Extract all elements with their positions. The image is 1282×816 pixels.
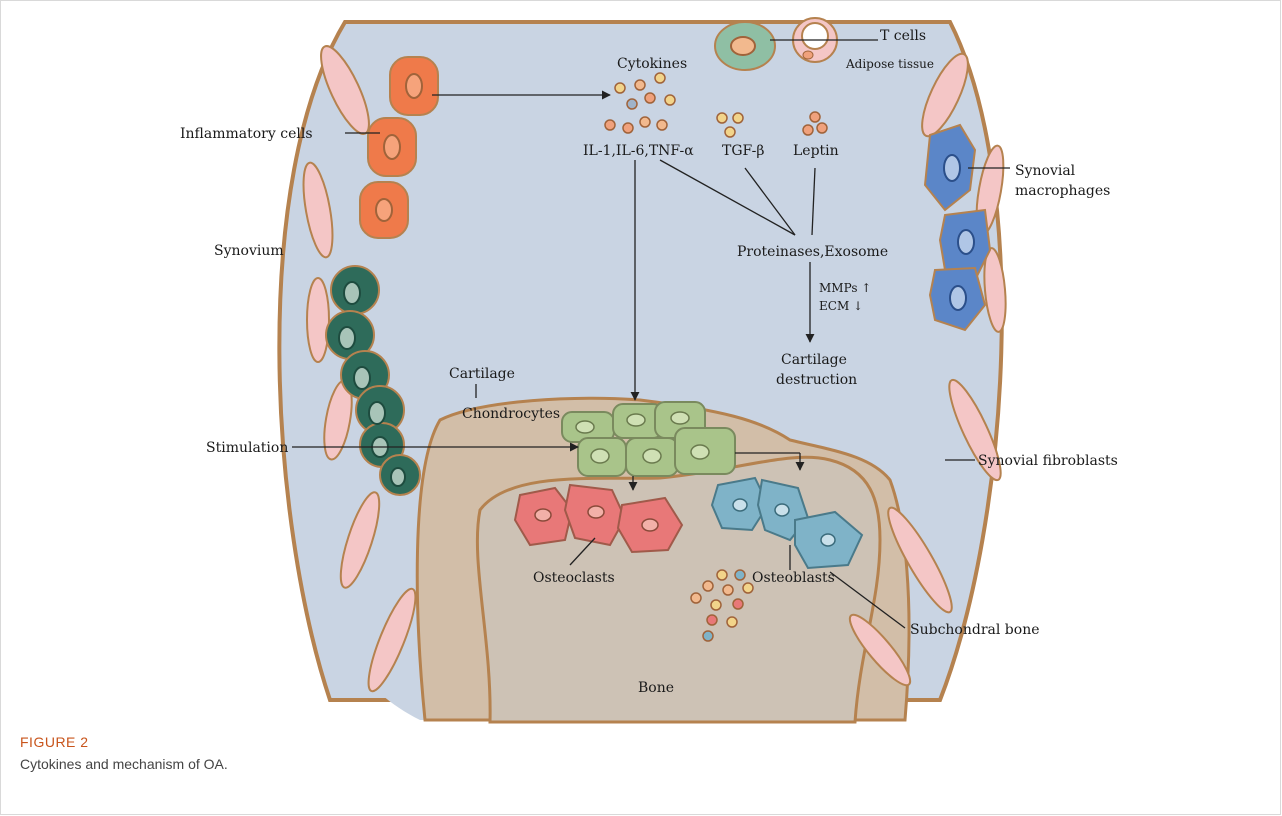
label-subchondral-bone: Subchondral bone (910, 622, 1040, 638)
label-osteoclasts: Osteoclasts (533, 570, 615, 586)
oa-mechanism-diagram: Inflammatory cells Synovium Stimulation … (0, 0, 1282, 730)
label-synovium: Synovium (214, 243, 284, 259)
label-synovial-macrophages-1: Synovial (1015, 163, 1076, 179)
label-t-cells: T cells (880, 28, 926, 44)
label-synovial-fibroblasts: Synovial fibroblasts (978, 453, 1118, 469)
label-cartilage: Cartilage (449, 366, 515, 382)
label-osteoblasts: Osteoblasts (752, 570, 835, 586)
label-cartilage-destruction-2: destruction (776, 372, 857, 388)
label-cartilage-destruction-1: Cartilage (781, 352, 847, 368)
label-stimulation: Stimulation (206, 440, 288, 456)
figure-caption: Cytokines and mechanism of OA. (20, 756, 228, 772)
label-mmps: MMPs ↑ (819, 281, 871, 295)
label-il-tnf: IL-1,IL-6,TNF-α (583, 143, 694, 159)
label-chondrocytes: Chondrocytes (462, 406, 560, 422)
label-tgf: TGF-β (722, 143, 764, 159)
figure-number: FIGURE 2 (20, 734, 89, 750)
label-ecm: ECM ↓ (819, 299, 863, 313)
label-inflammatory-cells: Inflammatory cells (180, 126, 313, 142)
label-proteinases: Proteinases,Exosome (737, 244, 888, 260)
label-adipose-tissue: Adipose tissue (845, 57, 934, 71)
label-cytokines: Cytokines (617, 56, 687, 72)
label-synovial-macrophages-2: macrophages (1015, 183, 1110, 199)
label-bone: Bone (638, 680, 674, 696)
t-cell (715, 22, 775, 70)
label-leptin: Leptin (793, 143, 839, 159)
